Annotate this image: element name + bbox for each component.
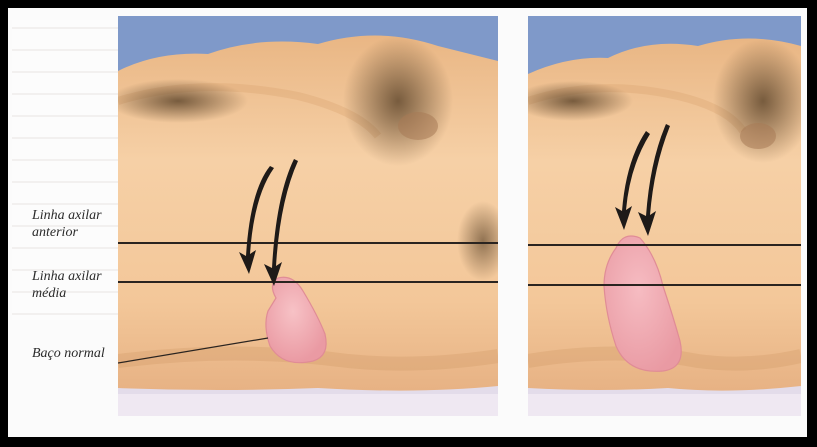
down-arrow-icon (615, 131, 650, 230)
spleen-normal (265, 276, 327, 364)
background-page-text (12, 20, 120, 320)
label-anterior-axillary-line: Linha axilar anterior (32, 207, 102, 241)
figure-frame: Linha axilar anterior Linha axilar média… (6, 6, 809, 439)
spleen-enlarged (603, 235, 682, 372)
label-normal-spleen: Baço normal (32, 346, 105, 361)
down-arrow-icon (638, 124, 670, 236)
spleen-leader-line (118, 337, 269, 364)
right-panel-enlarged-spleen (528, 16, 801, 416)
label-line2-subtext: média (32, 286, 67, 301)
label-line1-subtext: anterior (32, 225, 78, 240)
down-arrow-icon (239, 166, 274, 274)
nipple (398, 112, 438, 140)
chest-hair (118, 79, 248, 123)
left-panel-normal-spleen (118, 16, 498, 416)
label-line2-text: Linha axilar (32, 269, 102, 284)
label-line1-text: Linha axilar (32, 208, 102, 223)
chest-hair (528, 81, 633, 121)
label-mid-axillary-line: Linha axilar média (32, 268, 102, 302)
armpit-hair (713, 39, 801, 163)
nipple (740, 123, 776, 149)
armpit-hair (343, 36, 453, 166)
